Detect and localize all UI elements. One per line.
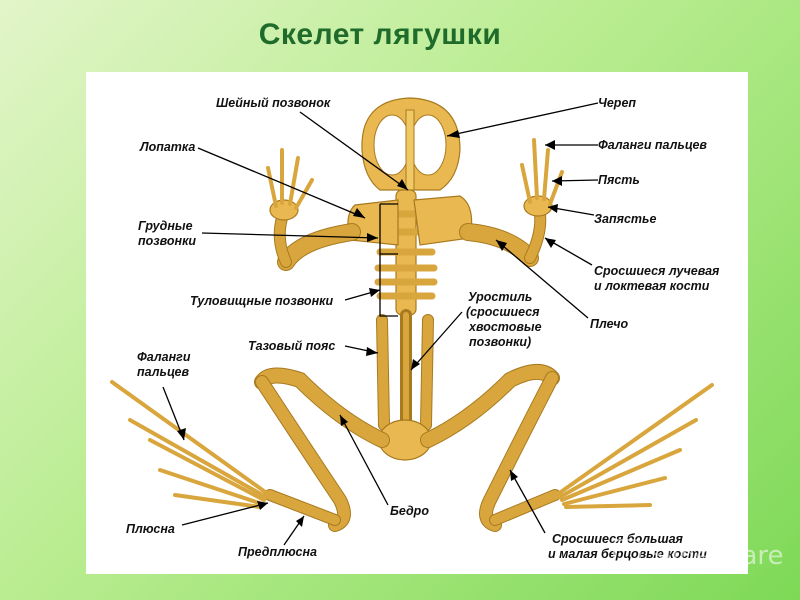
labels: Череп Шейный позвонок Лопатка Фаланги па… bbox=[126, 96, 720, 561]
pointer-skull bbox=[446, 102, 599, 137]
pointer-cervical bbox=[299, 111, 409, 191]
pointer-arrowheads bbox=[177, 130, 562, 527]
label-metatarsus: Плюсна bbox=[126, 522, 175, 536]
skull bbox=[361, 97, 461, 191]
pointer-urostyle bbox=[410, 311, 463, 371]
label-tibiofibula-1: Сросшиеся большая bbox=[552, 532, 684, 546]
label-radioulna-2: и локтевая кости bbox=[594, 279, 710, 293]
label-cervical: Шейный позвонок bbox=[216, 96, 331, 110]
label-pelvis: Тазовый пояс bbox=[248, 339, 335, 353]
skeleton bbox=[110, 97, 714, 532]
forelimbs bbox=[266, 138, 564, 271]
pelvic-girdle bbox=[376, 309, 434, 461]
hindlimbs bbox=[110, 364, 714, 532]
label-humerus: Плечо bbox=[590, 317, 629, 331]
label-toes-1: Фаланги bbox=[137, 350, 191, 364]
watermark-logo-icon bbox=[613, 539, 641, 567]
label-urostyle-4: позвонки) bbox=[469, 335, 531, 349]
label-toes-2: пальцев bbox=[137, 365, 189, 379]
pointer-thoracic bbox=[201, 232, 379, 239]
label-carpus: Запястье bbox=[594, 212, 656, 226]
label-urostyle-2: (сросшиеся bbox=[466, 305, 540, 319]
pointer-scapula bbox=[197, 147, 366, 219]
label-trunk: Туловищные позвонки bbox=[190, 294, 333, 308]
label-thoracic-1: Грудные bbox=[138, 219, 193, 233]
label-skull: Череп bbox=[598, 96, 636, 110]
label-femur: Бедро bbox=[390, 504, 429, 518]
label-tibiofibula-2: и малая берцовые кости bbox=[548, 547, 707, 561]
pointer-femur bbox=[339, 414, 389, 506]
label-scapula: Лопатка bbox=[139, 140, 195, 154]
label-urostyle-1: Уростиль bbox=[468, 290, 532, 304]
label-urostyle-3: хвостовые bbox=[468, 320, 542, 334]
label-fingers-top: Фаланги пальцев bbox=[598, 138, 707, 152]
label-tarsus: Предплюсна bbox=[238, 545, 317, 559]
label-thoracic-2: позвонки bbox=[138, 234, 196, 248]
label-radioulna-1: Сросшиеся лучевая bbox=[594, 264, 720, 278]
label-metacarpus: Пясть bbox=[598, 173, 640, 187]
pointer-humerus bbox=[495, 239, 589, 319]
vertebrae-bracket bbox=[379, 204, 398, 317]
page-title: Скелет лягушки bbox=[258, 18, 502, 51]
pointer-tibiofibula bbox=[509, 469, 546, 534]
pointer-metatarsus bbox=[181, 502, 269, 526]
watermark-text: Slideshare bbox=[648, 541, 784, 571]
watermark: Slideshare bbox=[613, 539, 784, 571]
